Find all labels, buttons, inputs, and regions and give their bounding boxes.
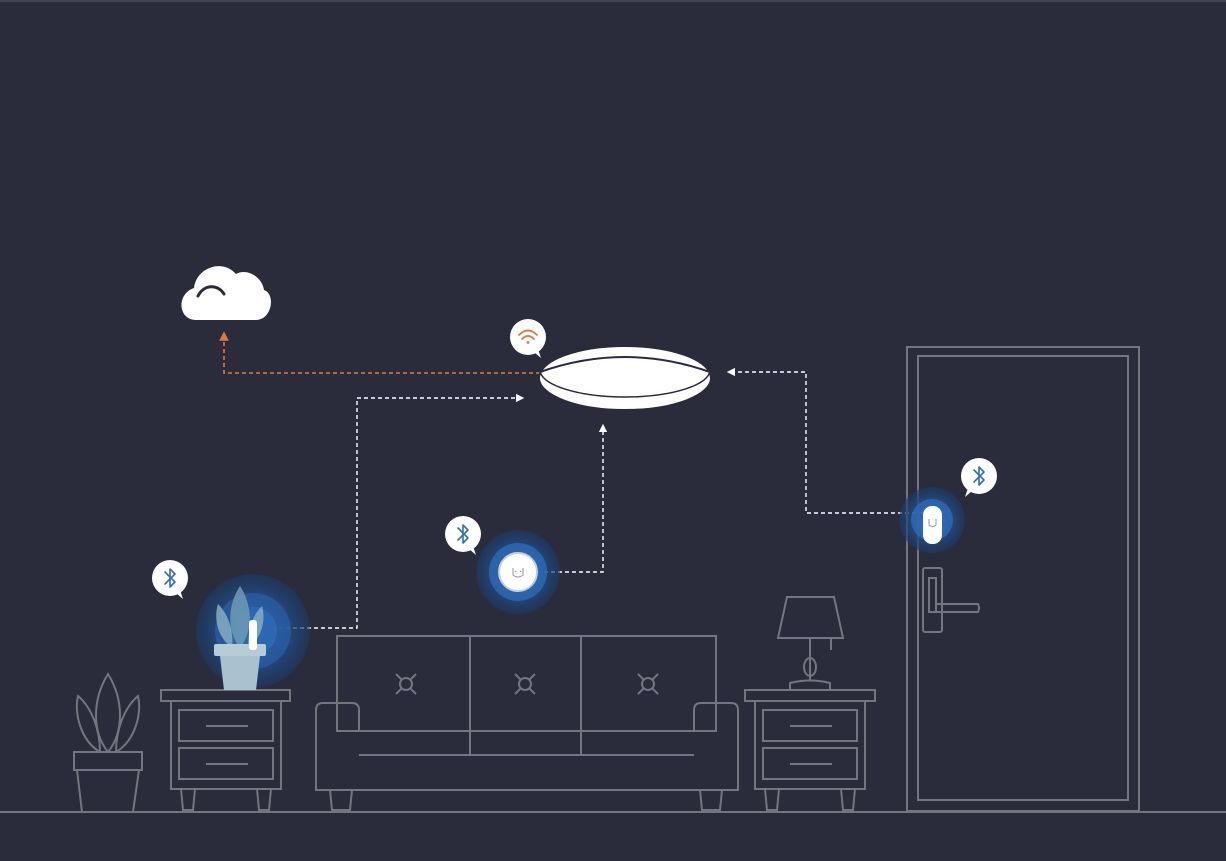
plant-sensor-icon — [196, 574, 310, 690]
bluetooth-icon — [973, 466, 985, 486]
potted-plant-outline — [73, 672, 143, 813]
switch-icon — [476, 530, 560, 614]
door-bluetooth-badge — [961, 458, 997, 497]
plant-link-line — [258, 393, 525, 629]
ceiling-light-icon — [538, 342, 712, 411]
cloud-icon — [181, 266, 271, 320]
wifi-badge — [510, 319, 546, 358]
wifi-icon — [518, 329, 538, 344]
right-nightstand-outline — [744, 689, 876, 811]
bluetooth-icon — [164, 568, 176, 588]
switch-bluetooth-badge — [445, 516, 481, 555]
table-lamp-outline — [776, 596, 845, 690]
door-sensor-link-line — [726, 367, 930, 514]
plant-bluetooth-badge — [152, 560, 188, 599]
sofa-outline — [315, 635, 739, 811]
door-sensor-icon — [899, 487, 965, 553]
wifi-link-line — [219, 331, 540, 374]
bluetooth-icon — [457, 524, 469, 544]
door-outline — [906, 346, 1140, 812]
left-nightstand-outline — [160, 689, 291, 811]
